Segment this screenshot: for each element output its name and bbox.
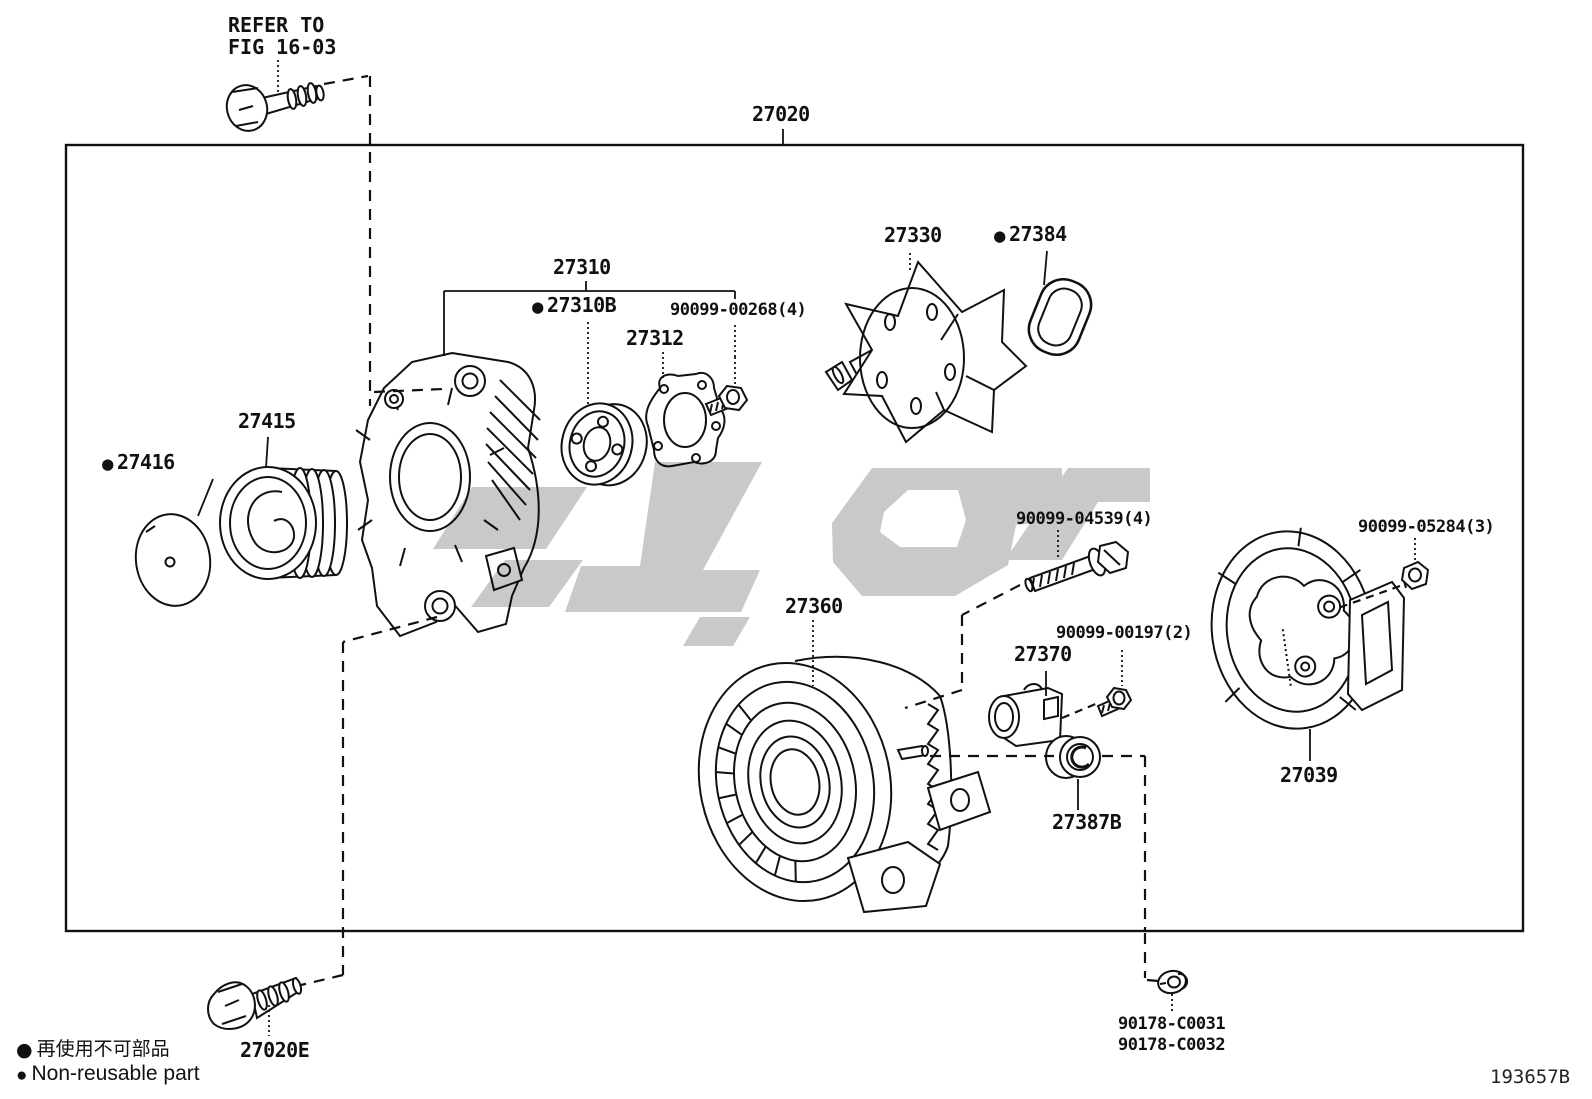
part-label-27370[interactable]: 27370 xyxy=(1014,642,1072,666)
stator-drawing xyxy=(697,655,992,914)
part-label-text: 27310B xyxy=(546,293,617,317)
part-label-27020[interactable]: 27020 xyxy=(752,102,810,126)
part-label-90178-c0032[interactable]: 90178-C0032 xyxy=(1118,1035,1226,1055)
bearing-bolt-drawing xyxy=(704,384,749,417)
part-label-27416[interactable]: ●27416 xyxy=(102,450,175,476)
pulley-drawing xyxy=(219,466,348,580)
refer-note-line1: REFER TO xyxy=(228,13,325,37)
non-reusable-bullet-icon: ● xyxy=(102,453,113,475)
part-label-text: 27416 xyxy=(116,450,175,474)
refer-note: REFER TO FIG 16-03 xyxy=(228,14,336,58)
part-label-27020e[interactable]: 27020E xyxy=(240,1038,310,1062)
mount-bolt-drawing xyxy=(207,976,303,1030)
retainer-plate-drawing xyxy=(645,372,726,468)
legend-non-reusable-en: ●Non-reusable part xyxy=(16,1062,200,1087)
non-reusable-bullet-icon: ● xyxy=(16,1065,28,1086)
part-label-27310b[interactable]: ●27310B xyxy=(532,293,617,319)
part-label-90099-00197[interactable]: 90099-00197(2) xyxy=(1056,623,1193,643)
part-label-27360[interactable]: 27360 xyxy=(785,594,843,618)
bearing-drawing xyxy=(560,402,648,487)
through-bolt-drawing xyxy=(1024,540,1130,593)
part-label-27310[interactable]: 27310 xyxy=(553,255,611,279)
legend-non-reusable-jp: ●再使用不可部品 xyxy=(16,1034,170,1061)
non-reusable-bullet-icon: ● xyxy=(16,1039,33,1061)
rear-cover-drawing xyxy=(1210,527,1406,730)
part-label-90099-05284[interactable]: 90099-05284(3) xyxy=(1358,517,1495,537)
part-label-90099-04539[interactable]: 90099-04539(4) xyxy=(1016,509,1153,529)
figure-code: 193657B xyxy=(1490,1066,1571,1088)
site-watermark xyxy=(433,462,1150,646)
part-label-27384[interactable]: ●27384 xyxy=(994,222,1067,248)
rear-nut-drawing xyxy=(1400,560,1430,591)
legend-jp-text: 再使用不可部品 xyxy=(36,1038,170,1060)
part-label-27039[interactable]: 27039 xyxy=(1280,763,1338,787)
non-reusable-bullet-icon: ● xyxy=(532,296,543,318)
grommet-drawing xyxy=(1045,735,1101,779)
refer-bolt-drawing xyxy=(225,82,325,132)
diagram-frame xyxy=(64,143,1525,933)
rotor-drawing xyxy=(824,260,1028,444)
non-reusable-bullet-icon: ● xyxy=(994,225,1005,247)
leader-lines xyxy=(197,60,1416,1036)
part-label-text: 27384 xyxy=(1008,222,1067,246)
part-label-27387b[interactable]: 27387B xyxy=(1052,810,1122,834)
part-label-90178-c0031[interactable]: 90178-C0031 xyxy=(1118,1014,1226,1034)
terminal-screw-drawing xyxy=(1096,686,1133,718)
insulator-drawing xyxy=(988,683,1064,748)
legend-en-text: Non-reusable part xyxy=(31,1062,200,1085)
seal-ring-drawing xyxy=(1027,278,1093,356)
part-label-27312[interactable]: 27312 xyxy=(626,326,684,350)
part-label-27415[interactable]: 27415 xyxy=(238,409,296,433)
terminal-nut-drawing xyxy=(1157,969,1189,995)
pulley-cap-drawing xyxy=(134,513,212,607)
part-label-27330[interactable]: 27330 xyxy=(884,223,942,247)
front-bracket-drawing xyxy=(355,351,541,638)
part-label-90099-00268[interactable]: 90099-00268(4) xyxy=(670,300,807,320)
refer-note-line2: FIG 16-03 xyxy=(228,35,337,59)
